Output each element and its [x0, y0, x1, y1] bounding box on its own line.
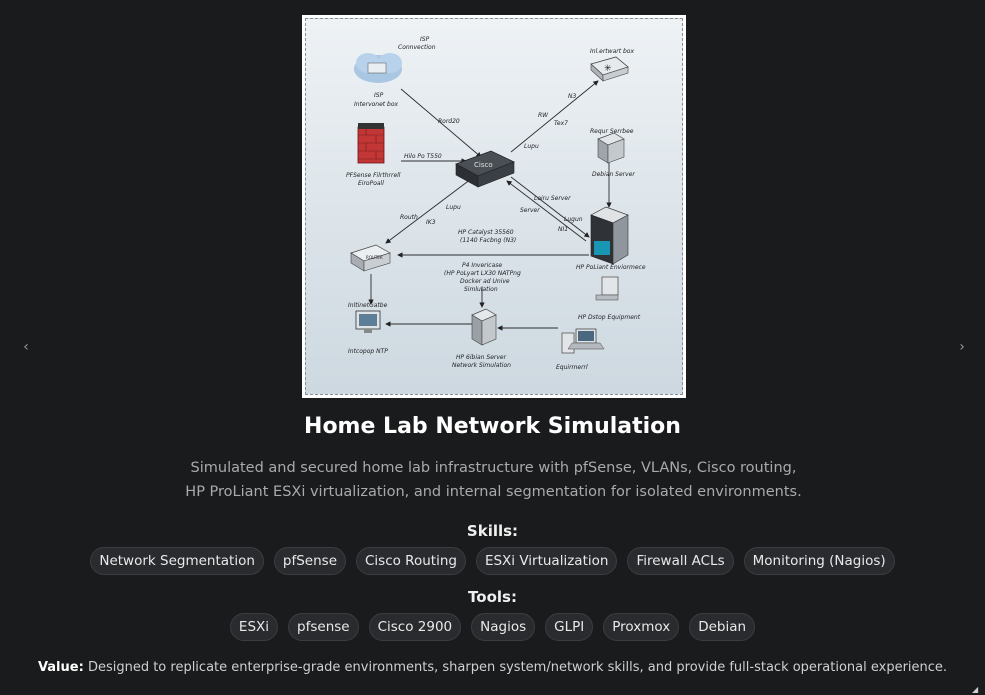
label-hp-catalyst: HP Catalyst 35560(1140 Facbng (N3)	[458, 229, 516, 244]
value-statement: Value: Designed to replicate enterprise-…	[0, 660, 985, 675]
tool-chip: Debian	[689, 613, 756, 641]
skill-chip: Monitoring (Nagios)	[743, 547, 895, 575]
resize-handle-icon: ◢	[972, 685, 979, 694]
value-text: Designed to replicate enterprise-grade e…	[87, 660, 948, 675]
svg-text:ROUTER: ROUTER	[366, 255, 383, 260]
svg-text:Cisco: Cisco	[474, 161, 493, 169]
label-rw: RW	[538, 112, 549, 119]
label-lupu-top: Lupu	[524, 143, 539, 150]
cisco-router-icon: Cisco	[455, 150, 516, 188]
label-ni1: NI1	[558, 226, 568, 233]
project-description: Simulated and secured home lab infrastru…	[185, 460, 802, 500]
label-rord20: Rord20	[438, 118, 460, 125]
chevron-right-icon: ›	[959, 339, 965, 355]
gateway-router-icon: ROUTER	[350, 244, 391, 272]
skill-chip: pfSense	[273, 547, 346, 575]
network-diagram: ✳ Cisco	[346, 36, 646, 371]
carousel-prev-button[interactable]: ‹	[19, 338, 33, 356]
tools-list: ESXi pfsense Cisco 2900 Nagios GLPI Prox…	[0, 613, 985, 641]
hp-proliant-server-icon	[590, 206, 629, 265]
label-tex7: Tex7	[554, 120, 568, 127]
tool-chip: Proxmox	[603, 613, 680, 641]
label-inter-box: Inl.ertwart box	[590, 48, 634, 55]
project-title: Home Lab Network Simulation	[304, 414, 681, 439]
label-server: Server	[520, 207, 540, 214]
tool-chip: pfsense	[288, 613, 359, 641]
link-isp-cisco	[400, 88, 482, 158]
label-loiru: Loiru Server	[534, 195, 571, 202]
label-intinet: InltinetGatbe	[348, 302, 388, 309]
laptop-icon	[561, 328, 605, 354]
skill-chip: Firewall ACLs	[627, 547, 734, 575]
desktop-icon	[595, 276, 619, 301]
network-diagram-image: ✳ Cisco	[302, 15, 686, 398]
cloud-icon	[354, 53, 402, 83]
link-cisco-proliant	[510, 176, 590, 238]
label-hp-desktop: HP Dstop Equipment	[578, 314, 641, 321]
link-cisco-router	[385, 178, 472, 244]
tools-heading: Tools:	[468, 588, 517, 606]
label-equipment: Equirmerrl	[556, 364, 588, 371]
label-n3: N3	[568, 93, 576, 100]
link-proliant-cisco	[506, 180, 587, 242]
svg-text:✳: ✳	[604, 64, 612, 74]
label-intercop: Intcopop NTP	[348, 348, 388, 355]
firewall-icon	[357, 123, 385, 164]
label-request-server: Requr Serrbee	[590, 128, 634, 135]
diagram-links	[368, 80, 612, 331]
tool-chip: GLPI	[545, 613, 594, 641]
carousel-next-button[interactable]: ›	[955, 338, 969, 356]
tower-server-icon	[471, 308, 497, 346]
monitor-icon	[355, 310, 381, 333]
skill-chip: Network Segmentation	[90, 547, 264, 575]
skill-chip: Cisco Routing	[356, 547, 466, 575]
label-lupu-left: Lupu	[446, 204, 461, 211]
label-routh: Routh	[400, 214, 418, 221]
label-hilo: Hilo Po T550	[404, 153, 442, 160]
server-icon	[597, 132, 625, 164]
network-diagram-canvas: ✳ Cisco	[305, 18, 683, 395]
label-debian-server: Debian Server	[592, 171, 635, 178]
chevron-left-icon: ‹	[23, 339, 29, 355]
skill-chip: ESXi Virtualization	[475, 547, 618, 575]
skills-list: Network Segmentation pfSense Cisco Routi…	[0, 547, 985, 575]
label-ik3: IK3	[426, 219, 436, 226]
value-label: Value:	[37, 660, 84, 675]
switch-icon: ✳	[590, 56, 629, 82]
skills-heading: Skills:	[466, 522, 519, 540]
tool-chip: Cisco 2900	[368, 613, 462, 641]
link-cisco-inter	[510, 80, 599, 153]
tool-chip: Nagios	[471, 613, 536, 641]
label-hp-proliant: HP PoLiant Enviormece	[576, 264, 646, 271]
tool-chip: ESXi	[229, 613, 279, 641]
label-lugun: Lugun	[564, 216, 583, 223]
